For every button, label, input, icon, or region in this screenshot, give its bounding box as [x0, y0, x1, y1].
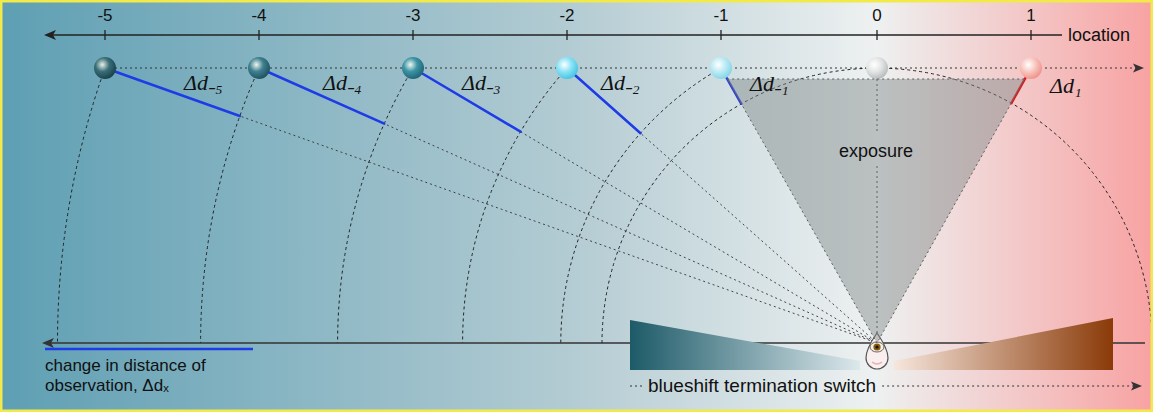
location-number: -3 [405, 6, 420, 26]
distance-change-label: Δd₋₂ [601, 71, 640, 95]
moving-source-spheres [94, 57, 1042, 79]
switch-line [882, 386, 1134, 387]
observer-axis [50, 342, 1145, 343]
exposure-triangle [721, 68, 1031, 343]
location-number: -1 [713, 6, 728, 26]
axis-title: location [1068, 25, 1130, 45]
legend-text: change in distance of observation, Δdₓ [45, 356, 260, 396]
legend-sample-line [45, 348, 253, 351]
switch-label: blueshift termination switch [648, 375, 876, 397]
location-number: -5 [97, 6, 112, 26]
distance-arcs [58, 68, 1153, 343]
exposure-triangle-shape [727, 79, 1025, 343]
blueshift-wedge [630, 320, 860, 370]
distance-change-label: Δd₋₃ [462, 71, 501, 95]
observer-axis-arrowhead [42, 338, 54, 348]
distance-change-label: Δd₋₄ [323, 71, 362, 95]
region-label: exposure [721, 140, 1031, 162]
switch-arrowhead [1131, 382, 1142, 391]
distance-change-label: Δd₋₅ [184, 71, 223, 95]
location-number: 0 [872, 6, 881, 26]
distance-change-label: Δd₋₁ [750, 72, 789, 96]
exposure-cone: exposure [721, 68, 1031, 343]
track-arrowhead [1133, 64, 1144, 73]
axis-arrowhead [44, 30, 56, 40]
location-axis [50, 30, 1062, 40]
distance-change-label: Δd₁ [1050, 74, 1082, 98]
redshift-wedge [894, 318, 1113, 370]
switch-line [630, 386, 644, 387]
location-number: -2 [559, 6, 574, 26]
location-number: -4 [251, 6, 266, 26]
location-number: 1 [1026, 6, 1035, 26]
